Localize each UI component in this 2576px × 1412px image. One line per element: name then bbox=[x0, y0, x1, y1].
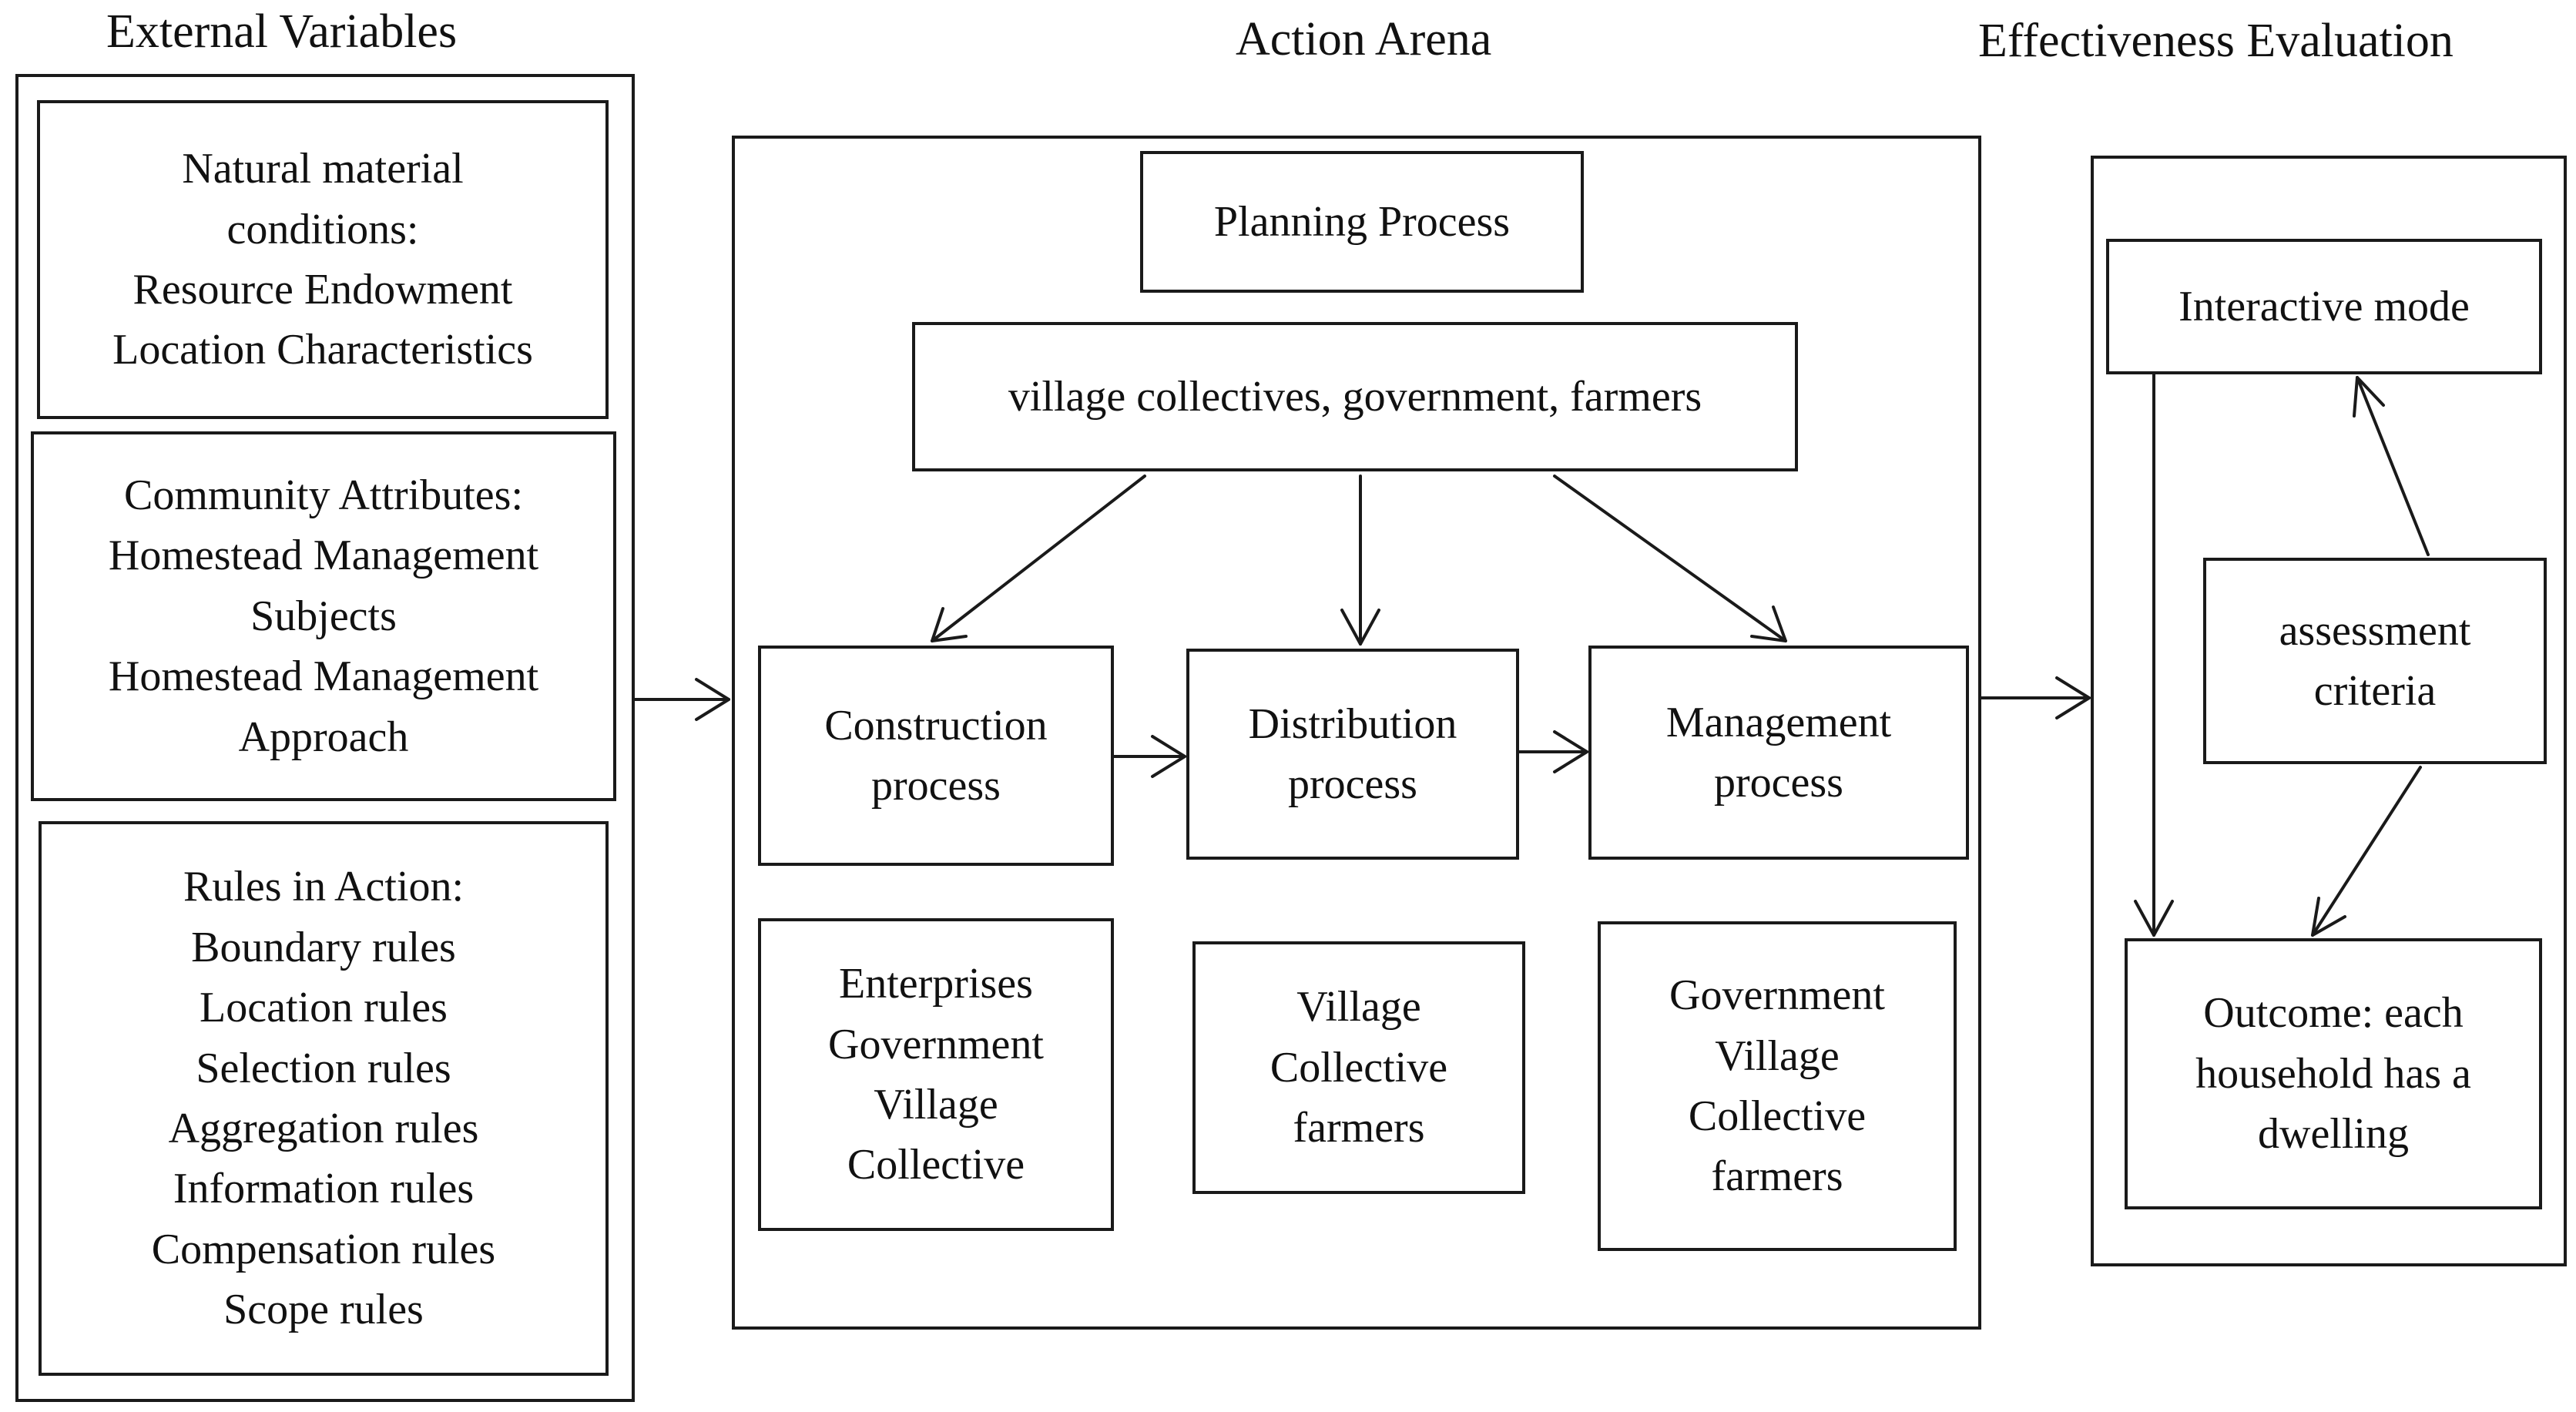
arrow-actors-to-construction bbox=[931, 475, 1146, 642]
management-actor: Village bbox=[1715, 1031, 1840, 1080]
distribution-process-box: Distribution process bbox=[1186, 649, 1519, 860]
community-line: Homestead Management bbox=[108, 652, 539, 701]
community-line: Homestead Management bbox=[108, 532, 539, 580]
rules-line: Selection rules bbox=[196, 1044, 451, 1092]
community-line: Subjects bbox=[250, 592, 397, 640]
criteria-line: assessment bbox=[2279, 606, 2471, 655]
interactive-label: Interactive mode bbox=[2179, 282, 2470, 330]
community-attributes-box: Community Attributes: Homestead Manageme… bbox=[31, 431, 616, 801]
rules-line: Location rules bbox=[200, 984, 448, 1032]
arrow-actors-to-management bbox=[1553, 475, 1787, 642]
heading-action-arena: Action Arena bbox=[1236, 13, 1492, 65]
management-actor: Collective bbox=[1688, 1092, 1867, 1140]
arrow-actors-to-distribution bbox=[1340, 475, 1380, 646]
arrow-criteria-to-outcome bbox=[2311, 766, 2422, 937]
arrow-distribution-to-management bbox=[1518, 730, 1588, 773]
construction-line: process bbox=[871, 762, 1001, 810]
rules-line: Aggregation rules bbox=[168, 1105, 479, 1152]
rules-line: Compensation rules bbox=[151, 1225, 496, 1273]
planning-process-box: Planning Process bbox=[1140, 151, 1584, 293]
natural-conditions-box: Natural material conditions: Resource En… bbox=[37, 100, 609, 419]
natural-line: Location Characteristics bbox=[112, 326, 533, 374]
management-actors-box: Government Village Collective farmers bbox=[1598, 921, 1957, 1251]
planning-label: Planning Process bbox=[1213, 197, 1511, 246]
arrow-construction-to-distribution bbox=[1112, 735, 1186, 778]
heading-external-variables: External Variables bbox=[106, 5, 458, 58]
distribution-actor: Collective bbox=[1270, 1043, 1448, 1092]
outcome-box: Outcome: each household has a dwelling bbox=[2125, 938, 2542, 1209]
arrow-arena-to-evaluation bbox=[1980, 676, 2091, 719]
management-line: process bbox=[1714, 759, 1843, 807]
construction-actors-box: Enterprises Government Village Collectiv… bbox=[758, 918, 1114, 1231]
assessment-criteria-box: assessment criteria bbox=[2203, 558, 2547, 764]
rules-in-action-box: Rules in Action: Boundary rules Location… bbox=[39, 821, 609, 1376]
outcome-line: Outcome: each bbox=[2203, 989, 2464, 1038]
management-process-box: Management process bbox=[1588, 646, 1969, 860]
construction-actor: Government bbox=[828, 1020, 1044, 1068]
distribution-actor: farmers bbox=[1293, 1104, 1425, 1152]
arrow-external-to-arena bbox=[633, 678, 730, 721]
interactive-mode-box: Interactive mode bbox=[2106, 239, 2542, 374]
outcome-line: dwelling bbox=[2258, 1110, 2409, 1159]
distribution-actors-box: Village Collective farmers bbox=[1192, 941, 1525, 1194]
criteria-line: criteria bbox=[2313, 667, 2437, 715]
heading-effectiveness-evaluation: Effectiveness Evaluation bbox=[1978, 15, 2454, 67]
distribution-actor: Village bbox=[1296, 983, 1421, 1031]
rules-line: Information rules bbox=[173, 1165, 475, 1213]
community-line: Approach bbox=[238, 713, 409, 761]
construction-actor: Collective bbox=[847, 1141, 1025, 1189]
management-line: Management bbox=[1665, 698, 1892, 746]
actors-box: village collectives, government, farmers bbox=[912, 322, 1798, 471]
construction-process-box: Construction process bbox=[758, 646, 1114, 866]
construction-actor: Village bbox=[874, 1081, 998, 1129]
construction-actor: Enterprises bbox=[839, 960, 1033, 1008]
distribution-line: process bbox=[1288, 760, 1417, 808]
management-actor: Government bbox=[1669, 971, 1885, 1020]
rules-line: Boundary rules bbox=[191, 923, 456, 971]
outcome-line: household has a bbox=[2195, 1049, 2471, 1098]
natural-line: conditions: bbox=[226, 205, 419, 253]
actors-label: village collectives, government, farmers bbox=[1008, 372, 1702, 421]
natural-line: Resource Endowment bbox=[132, 266, 513, 314]
rules-line: Rules in Action: bbox=[183, 863, 464, 911]
distribution-line: Distribution bbox=[1248, 699, 1457, 748]
natural-line: Natural material bbox=[182, 145, 464, 193]
construction-line: Construction bbox=[824, 701, 1048, 750]
rules-line: Scope rules bbox=[223, 1286, 424, 1334]
community-line: Community Attributes: bbox=[123, 471, 524, 520]
arrow-criteria-to-interactive bbox=[2353, 376, 2430, 556]
management-actor: farmers bbox=[1711, 1152, 1843, 1201]
arrow-interactive-to-outcome bbox=[2134, 373, 2174, 937]
